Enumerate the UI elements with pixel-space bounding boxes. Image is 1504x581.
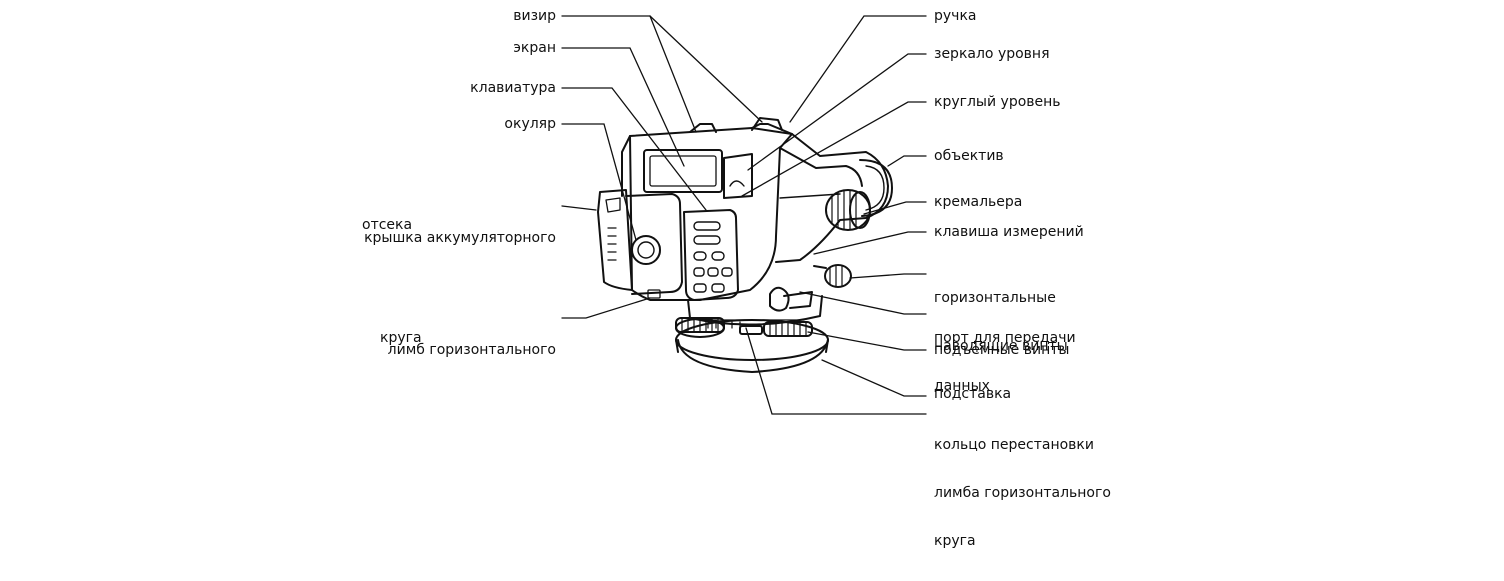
- label-vizir: визир: [513, 8, 556, 24]
- diagram-canvas: визир экран клавиатура окуляр крышка акк…: [362, 8, 1111, 549]
- tribrach: [687, 286, 823, 335]
- label-battery-cover: крышка аккумуляторного: [364, 198, 556, 278]
- label-krugly: круглый уровень: [934, 94, 1061, 110]
- screen: [643, 149, 723, 193]
- label-klavisha: клавиша измерений: [934, 224, 1084, 240]
- battery-cover: [597, 189, 633, 291]
- label-ring-line3: круга: [934, 533, 976, 549]
- label-kremalera: кремальера: [934, 194, 1023, 210]
- label-leveling-screws: подъемные винты: [934, 342, 1070, 358]
- label-ekran: экран: [513, 40, 556, 56]
- eyepiece-panel: [625, 193, 683, 299]
- label-tangent-screws: горизонтальные наводящие винты: [934, 258, 1068, 386]
- label-obektiv: объектив: [934, 148, 1004, 164]
- label-ruchka: ручка: [934, 8, 977, 24]
- label-battery-cover-line1: крышка аккумуляторного: [364, 230, 556, 246]
- digital-level-drawing: [561, 15, 927, 415]
- label-ring-line1: кольцо перестановки: [934, 437, 1094, 453]
- label-battery-cover-line2: отсека: [362, 217, 413, 233]
- label-okulyar: окуляр: [504, 116, 556, 132]
- tangent-screws: [813, 264, 852, 288]
- objective-lens: [859, 159, 893, 217]
- label-data-port: порт для передачи данных: [934, 298, 1076, 426]
- label-zerkalo: зеркало уровня: [934, 46, 1050, 62]
- label-tangent-screws-line2: наводящие винты: [934, 338, 1068, 354]
- keypad: [683, 209, 739, 301]
- label-data-port-line2: данных: [934, 378, 990, 394]
- label-klaviatura: клавиатура: [470, 80, 556, 96]
- level-mirror: [723, 153, 753, 199]
- focus-knob: [825, 189, 871, 231]
- label-horizontal-circle-line2: круга: [380, 330, 422, 346]
- label-horizontal-circle: лимб горизонтального: [388, 310, 556, 390]
- label-tangent-screws-line1: горизонтальные: [934, 290, 1056, 306]
- label-ring-line2: лимба горизонтального: [934, 485, 1111, 501]
- label-data-port-line1: порт для передачи: [934, 330, 1076, 346]
- label-horizontal-circle-line1: лимб горизонтального: [387, 342, 556, 358]
- label-ring: кольцо перестановки лимба горизонтальног…: [934, 405, 1111, 581]
- label-podstavka: подставка: [934, 386, 1012, 402]
- leader-lines: [561, 15, 927, 415]
